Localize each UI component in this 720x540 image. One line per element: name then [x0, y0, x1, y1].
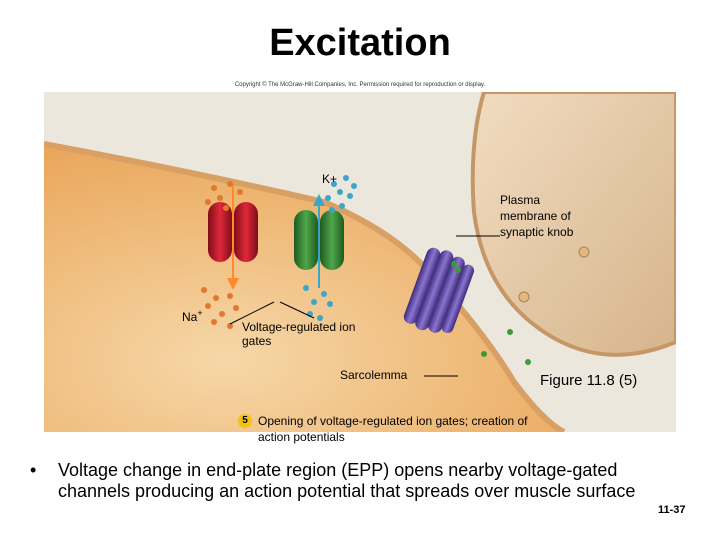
step-caption: Opening of voltage-regulated ion gates; …: [258, 413, 558, 445]
step-number-badge: 5: [238, 414, 252, 428]
bullet-text: Voltage change in end-plate region (EPP)…: [58, 460, 638, 502]
copyright-notice: Copyright © The McGraw-Hill Companies, I…: [0, 82, 720, 88]
vesicle: [519, 292, 529, 302]
sarcolemma-label: Sarcolemma: [340, 368, 407, 382]
plasma-membrane-label: Plasma membrane of synaptic knob: [500, 192, 586, 240]
bullet-marker: •: [30, 460, 36, 481]
page-number: 11-37: [658, 504, 686, 516]
figure-number: Figure 11.8 (5): [540, 372, 637, 389]
na-ion-label: Na+: [182, 306, 203, 324]
slide-title: Excitation: [0, 22, 720, 65]
k-ion-label: K+: [322, 172, 337, 186]
gates-label: Voltage-regulated ion gates: [242, 320, 362, 348]
vesicle: [579, 247, 589, 257]
